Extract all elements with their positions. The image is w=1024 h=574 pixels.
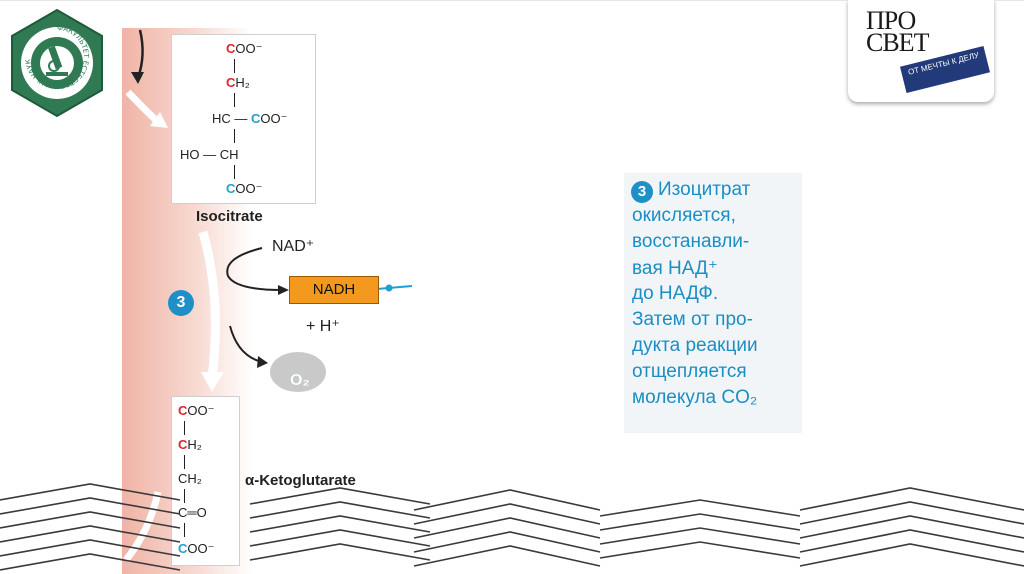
co2-carbon: C bbox=[290, 372, 302, 389]
note-line-4: вая НАД⁺ bbox=[632, 258, 718, 279]
isocitrate-row-5: COO⁻ bbox=[226, 181, 263, 196]
publisher-logo-line2: СВЕТ bbox=[866, 28, 929, 57]
keto-bond-1 bbox=[184, 421, 185, 435]
keto-row-1: COO⁻ bbox=[178, 403, 215, 418]
isocitrate-bond-1 bbox=[234, 59, 235, 73]
isocitrate-row-2: CH₂ bbox=[226, 75, 250, 90]
keto-row-2: CH₂ bbox=[178, 437, 202, 452]
note-line-1: Изоцитрат bbox=[658, 179, 751, 200]
isocitrate-row-4: HO — CH bbox=[180, 147, 239, 162]
keto-bond-3 bbox=[184, 489, 185, 503]
h-plus-label: + H⁺ bbox=[306, 318, 340, 335]
decorative-chevron-pattern bbox=[0, 483, 1024, 571]
isocitrate-row-1: COO⁻ bbox=[226, 41, 263, 56]
note-line-7: дукта реакции bbox=[632, 335, 758, 356]
publisher-logo-line1: ПРО bbox=[866, 6, 916, 35]
step-number-badge: 3 bbox=[168, 290, 194, 316]
note-line-8: отщепляется bbox=[632, 361, 747, 382]
note-line-6: Затем от про- bbox=[632, 309, 753, 330]
isocitrate-structure: COO⁻ CH₂ HC — COO⁻ HO — CH COO⁻ bbox=[171, 34, 316, 204]
keto-row-4: C═O bbox=[178, 505, 207, 520]
keto-row-5: COO⁻ bbox=[178, 541, 215, 556]
ketoglutarate-structure: COO⁻ CH₂ CH₂ C═O COO⁻ bbox=[171, 396, 240, 566]
isocitrate-bond-2 bbox=[234, 93, 235, 107]
keto-bond-4 bbox=[184, 523, 185, 537]
note-line-3: восстанавли- bbox=[632, 231, 750, 252]
nad-label: NAD⁺ bbox=[272, 238, 315, 255]
note-line-5: до НАДФ. bbox=[632, 283, 719, 304]
isocitrate-bond-3 bbox=[234, 129, 235, 143]
keto-row-3: CH₂ bbox=[178, 471, 202, 486]
top-divider bbox=[0, 0, 1024, 1]
isocitrate-bond-4 bbox=[234, 165, 235, 179]
co2-rest: O₂ bbox=[290, 372, 310, 389]
note-line-9: молекула CO₂ bbox=[632, 387, 758, 408]
keto-bond-2 bbox=[184, 455, 185, 469]
publisher-logo: ПРО СВЕТ ОТ МЕЧТЫ К ДЕЛУ bbox=[848, 0, 994, 102]
nadh-box: NADH bbox=[289, 276, 379, 304]
note-step-badge: 3 bbox=[631, 181, 653, 203]
note-line-2: окисляется, bbox=[632, 205, 736, 226]
step-note-box: 3 Изоцитрат окисляется, восстанавли- вая… bbox=[624, 173, 802, 433]
isocitrate-label: Isocitrate bbox=[196, 208, 263, 225]
faculty-logo: ФАКУЛЬТЕТ ЕСТЕСТВЕННЫХ НАУК bbox=[8, 8, 106, 118]
isocitrate-row-3: HC — COO⁻ bbox=[212, 111, 288, 126]
ketoglutarate-label: α-Ketoglutarate bbox=[245, 472, 356, 489]
